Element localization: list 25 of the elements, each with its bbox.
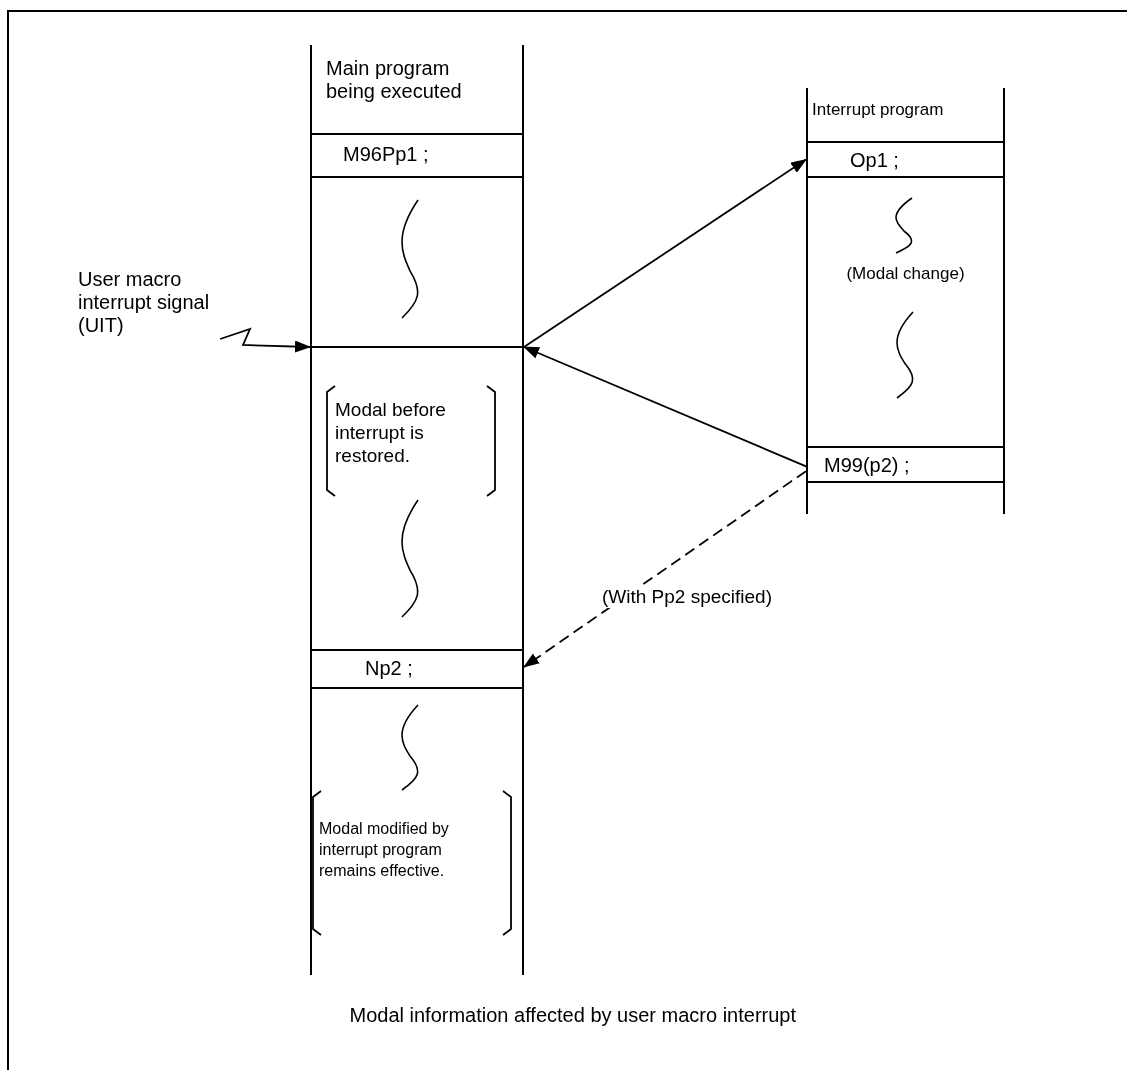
block-code: M99(p2) ; xyxy=(824,454,911,477)
note-text: Modal modified by interrupt program remains effective. xyxy=(319,819,450,881)
program-block xyxy=(806,446,1005,483)
block-code: Np2 ; xyxy=(365,657,414,680)
program-column xyxy=(310,45,524,975)
program-block xyxy=(806,141,1005,178)
program-block xyxy=(310,133,524,178)
interrupt-line xyxy=(310,346,524,348)
modal-change-note: (Modal change) xyxy=(845,264,966,284)
arrow xyxy=(523,158,807,348)
arrow xyxy=(219,327,311,353)
arrow xyxy=(523,470,807,668)
caption: Modal information affected by user macro interrupt xyxy=(349,1004,796,1027)
program-column xyxy=(806,88,1005,514)
edge-label: (With Pp2 specified) xyxy=(600,586,774,608)
signal-text: User macro interrupt signal (UIT) xyxy=(78,268,211,337)
bracketed-note xyxy=(311,790,513,936)
note-text: Modal before interrupt is restored. xyxy=(335,398,447,467)
block-code: M96Pp1 ; xyxy=(343,143,430,166)
block-code: Op1 ; xyxy=(850,149,900,172)
arrow xyxy=(523,346,807,468)
bracketed-note xyxy=(325,385,497,497)
column-heading: Interrupt program xyxy=(812,100,945,120)
column-heading: Main program being executed xyxy=(326,57,463,103)
program-block xyxy=(310,649,524,689)
